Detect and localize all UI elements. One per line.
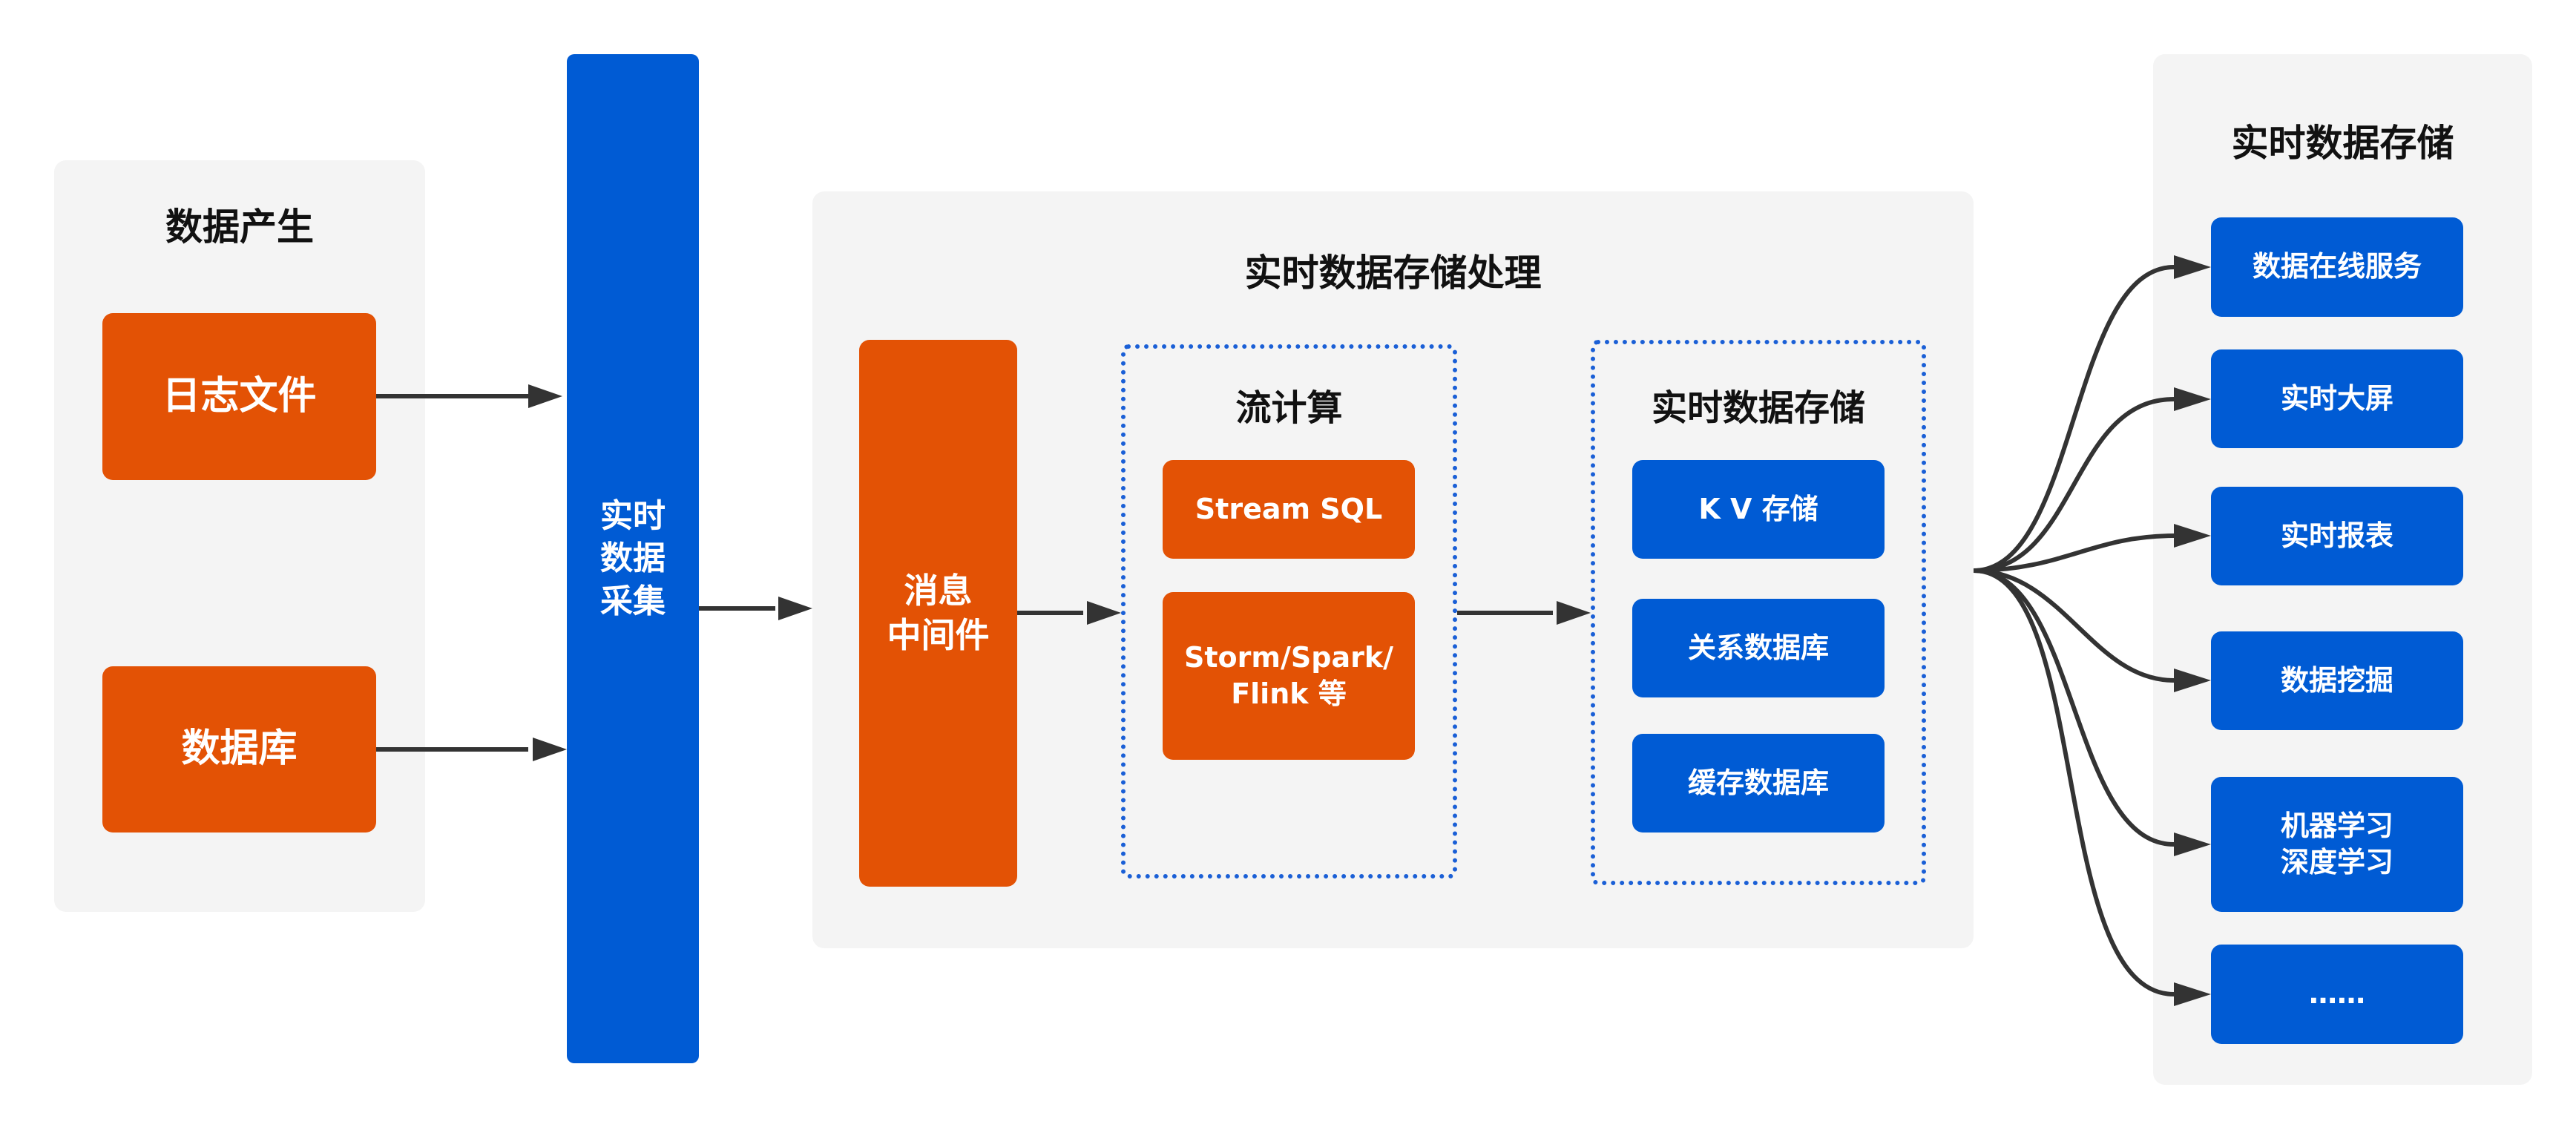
realtime-collection-bar[interactable]: 实时 数据 采集 [567, 54, 699, 1063]
arrow-to-more [1973, 568, 2175, 996]
realtime-storage-group: 实时数据存储 [1591, 340, 1926, 885]
output-online-service[interactable]: 数据在线服务 [2211, 217, 2463, 317]
stream-computing-title: 流计算 [1235, 387, 1343, 429]
relational-db-node[interactable]: 关系数据库 [1632, 599, 1885, 697]
arrowhead-icon [2174, 669, 2211, 692]
arrowhead-icon [2174, 832, 2211, 856]
arrow-to-report [1973, 533, 2175, 573]
arrowhead-icon [1087, 601, 1121, 625]
stream-computing-group: 流计算 [1121, 344, 1457, 879]
arrowhead-icon [1557, 601, 1591, 625]
log-files-node[interactable]: 日志文件 [102, 313, 376, 480]
storm-spark-flink-node[interactable]: Storm/Spark/ Flink 等 [1163, 592, 1415, 760]
arrowhead-icon [533, 738, 567, 761]
arrowhead-icon [2174, 524, 2211, 548]
cache-db-node[interactable]: 缓存数据库 [1632, 734, 1885, 832]
arrow-to-ml-dl [1973, 568, 2175, 847]
output-more[interactable]: …… [2211, 945, 2463, 1044]
output-realtime-dashboard[interactable]: 实时大屏 [2211, 349, 2463, 448]
processing-title: 实时数据存储处理 [1244, 252, 1542, 295]
output-data-mining[interactable]: 数据挖掘 [2211, 631, 2463, 730]
arrowhead-icon [2174, 982, 2211, 1006]
arrow-to-data-mining [1973, 568, 2175, 683]
arrowhead-icon [2174, 255, 2211, 279]
output-ml-dl[interactable]: 机器学习 深度学习 [2211, 777, 2463, 912]
message-middleware-node[interactable]: 消息 中间件 [859, 340, 1017, 887]
arrow-to-dashboard [1973, 397, 2175, 573]
source-title: 数据产生 [165, 206, 314, 249]
output-title: 实时数据存储 [2231, 122, 2454, 165]
arrowhead-icon [528, 384, 562, 408]
kv-storage-node[interactable]: K V 存储 [1632, 460, 1885, 559]
output-realtime-report[interactable]: 实时报表 [2211, 487, 2463, 585]
stream-sql-node[interactable]: Stream SQL [1163, 460, 1415, 559]
arrowhead-icon [2174, 387, 2211, 411]
arrowhead-icon [778, 597, 812, 620]
database-node[interactable]: 数据库 [102, 666, 376, 832]
arrow-to-online-service [1973, 265, 2175, 573]
realtime-storage-title: 实时数据存储 [1651, 387, 1865, 429]
